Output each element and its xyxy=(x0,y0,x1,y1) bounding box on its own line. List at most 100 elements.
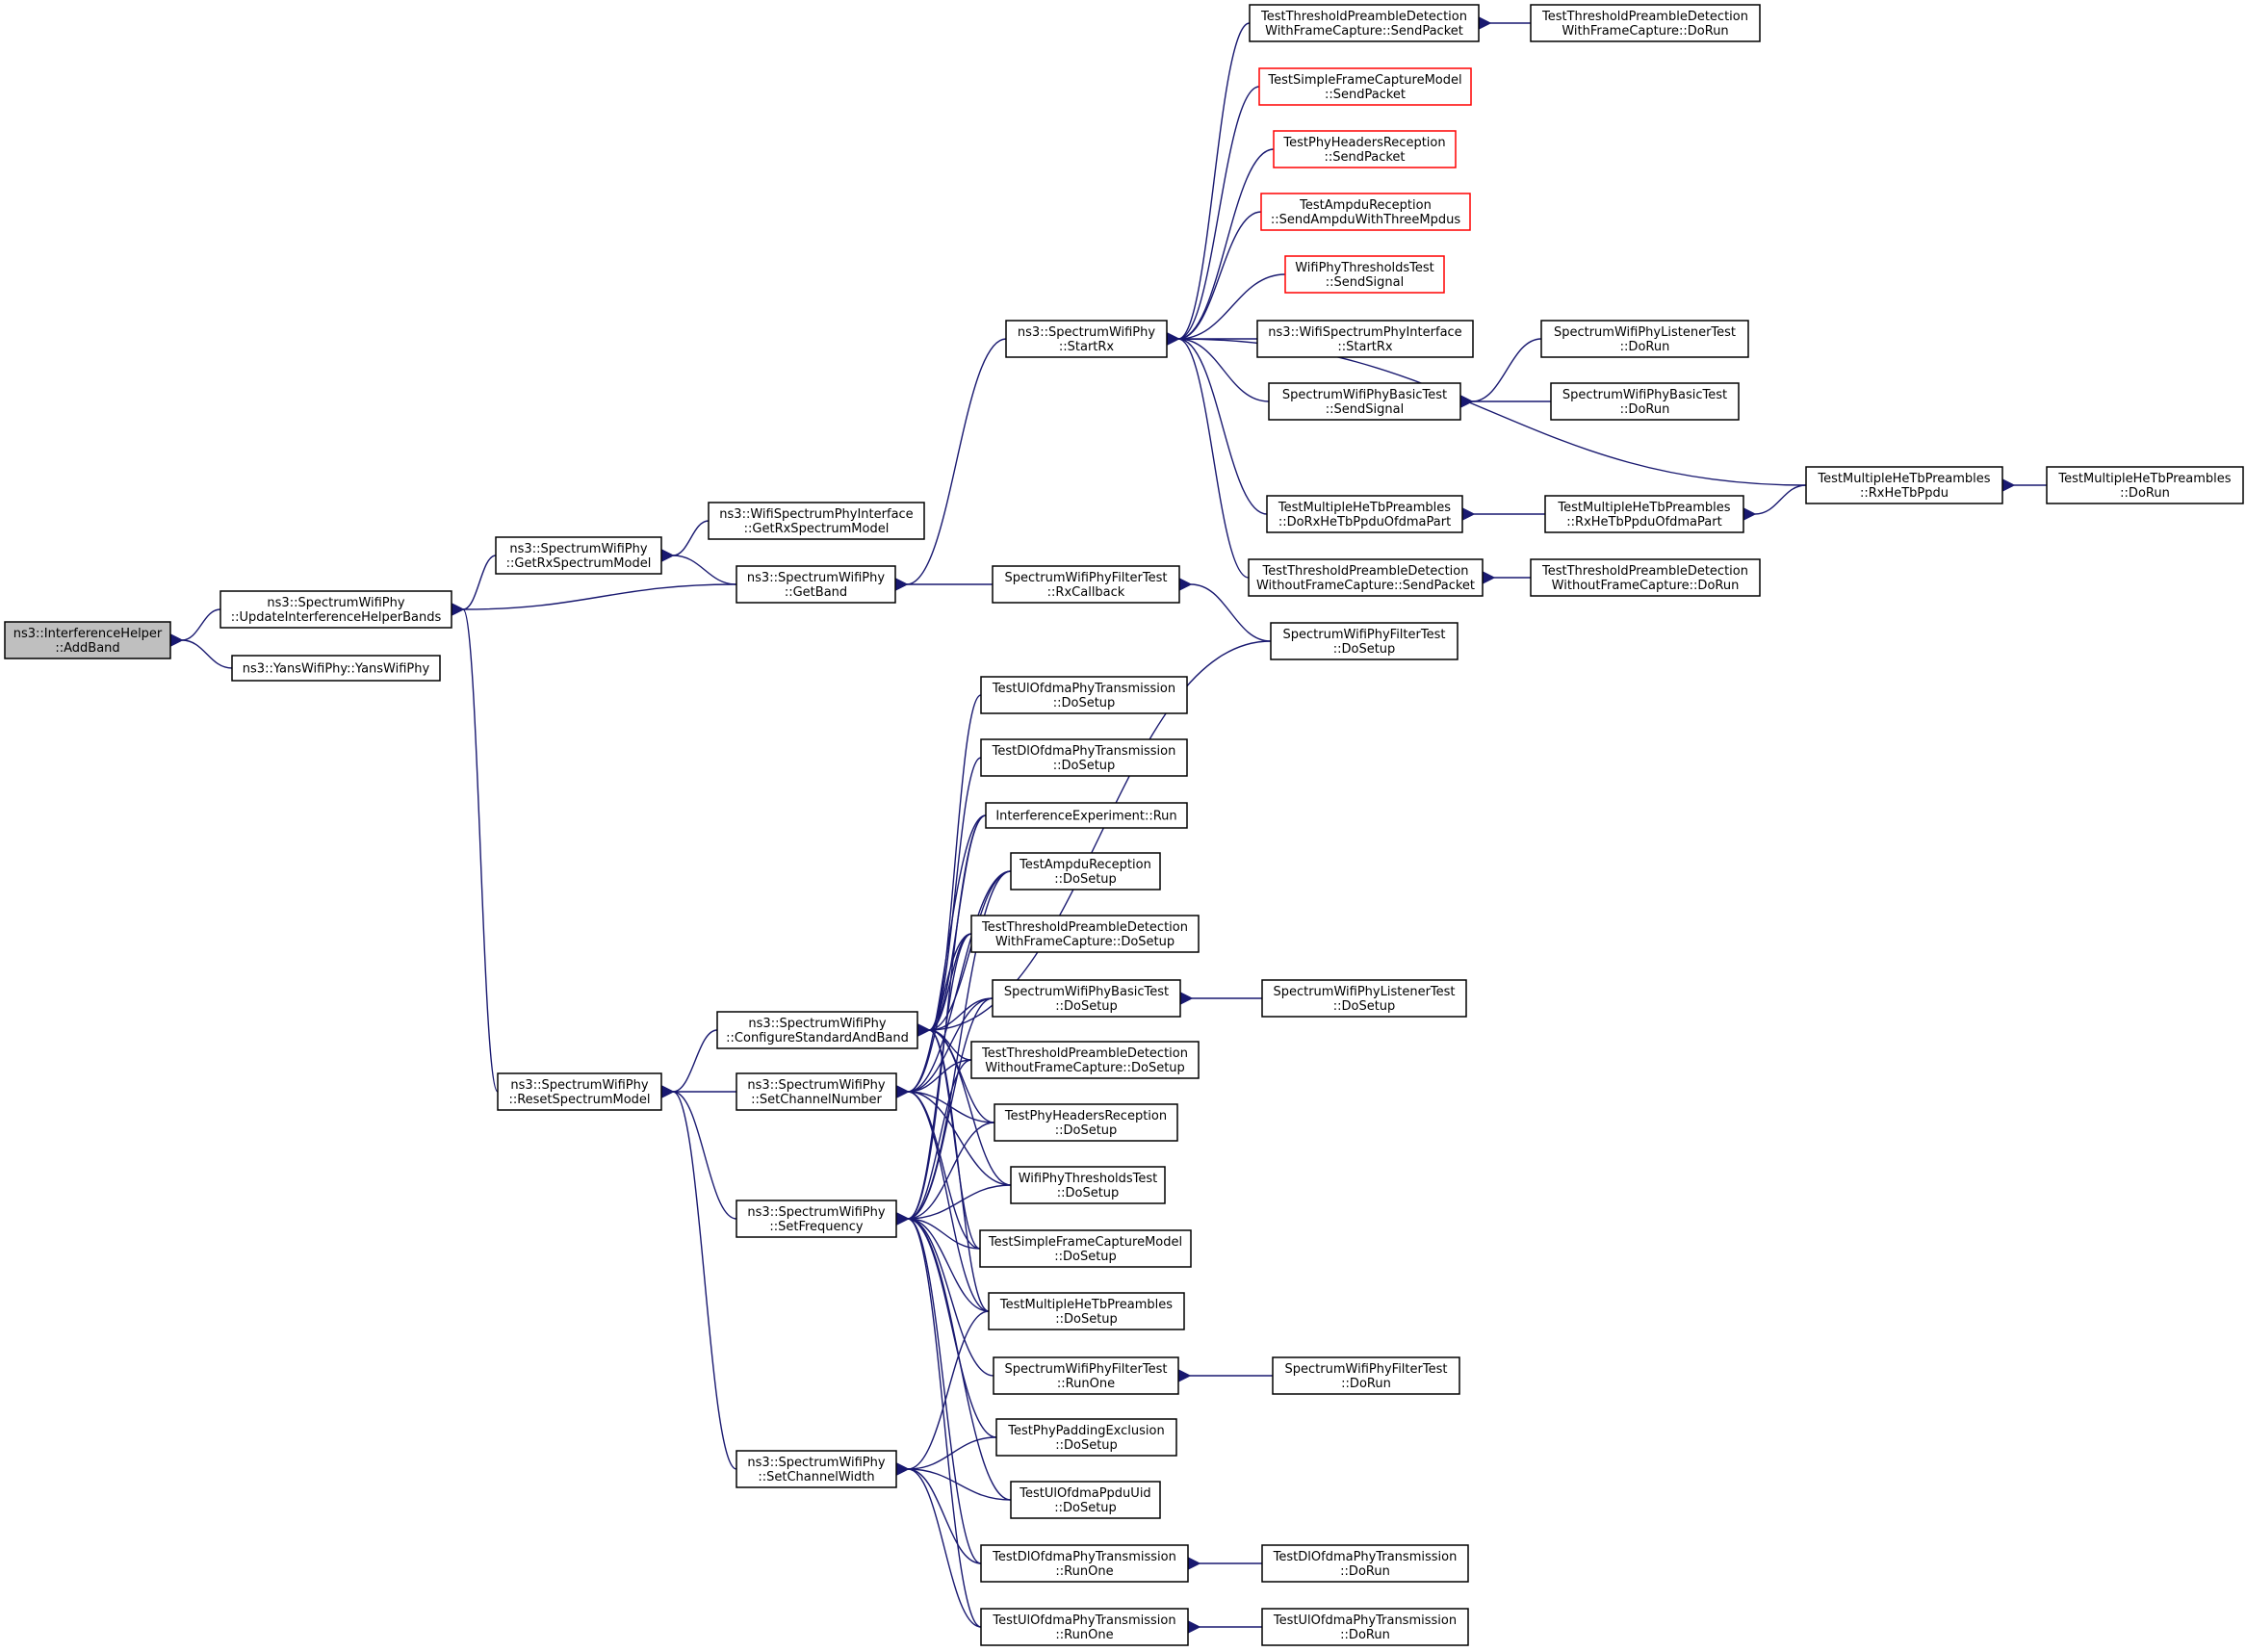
node-box[interactable] xyxy=(995,1418,1177,1457)
node-box[interactable] xyxy=(980,738,1188,777)
node-box[interactable] xyxy=(497,1072,662,1111)
graph-node-ttpd_wfc_dorun[interactable]: TestThresholdPreambleDetectionWithFrameC… xyxy=(1530,4,1761,42)
node-box[interactable] xyxy=(1272,1356,1460,1395)
node-box[interactable] xyxy=(231,655,441,682)
node-box[interactable] xyxy=(219,590,452,629)
node-box[interactable] xyxy=(1256,320,1474,358)
node-box[interactable] xyxy=(1249,4,1480,42)
graph-node-swpbt_send[interactable]: SpectrumWifiPhyBasicTest::SendSignal xyxy=(1268,382,1461,421)
node-box[interactable] xyxy=(980,676,1188,714)
graph-node-tphr_send[interactable]: TestPhyHeadersReception::SendPacket xyxy=(1273,130,1457,168)
graph-node-wptt_dosetup[interactable]: WifiPhyThresholdsTest::DoSetup xyxy=(1010,1166,1166,1204)
graph-node-tuopt_dosetup[interactable]: TestUlOfdmaPhyTransmission::DoSetup xyxy=(980,676,1188,714)
node-box[interactable] xyxy=(1284,255,1445,294)
node-box[interactable] xyxy=(1010,852,1161,891)
graph-node-ttpd_wofc_dorun[interactable]: TestThresholdPreambleDetectionWithoutFra… xyxy=(1530,558,1761,597)
graph-node-wspi_grsm[interactable]: ns3::WifiSpectrumPhyInterface::GetRxSpec… xyxy=(708,502,925,540)
node-box[interactable] xyxy=(993,1356,1179,1395)
graph-node-tar_dosetup[interactable]: TestAmpduReception::DoSetup xyxy=(1010,852,1161,891)
graph-node-resetsm[interactable]: ns3::SpectrumWifiPhy::ResetSpectrumModel xyxy=(497,1072,662,1111)
node-box[interactable] xyxy=(1260,193,1471,231)
graph-node-tppe_dosetup[interactable]: TestPhyPaddingExclusion::DoSetup xyxy=(995,1418,1177,1457)
graph-node-tdopt_runone[interactable]: TestDlOfdmaPhyTransmission::RunOne xyxy=(980,1544,1189,1583)
graph-node-tsfcm_dosetup[interactable]: TestSimpleFrameCaptureModel::DoSetup xyxy=(979,1229,1192,1268)
node-box[interactable] xyxy=(736,565,896,604)
graph-node-yans[interactable]: ns3::YansWifiPhy::YansWifiPhy xyxy=(231,655,441,682)
node-box[interactable] xyxy=(495,536,662,575)
graph-node-swpft_dosetup[interactable]: SpectrumWifiPhyFilterTest::DoSetup xyxy=(1270,622,1459,660)
graph-node-grsm[interactable]: ns3::SpectrumWifiPhy::GetRxSpectrumModel xyxy=(495,536,662,575)
graph-node-swpbt_dosetup[interactable]: SpectrumWifiPhyBasicTest::DoSetup xyxy=(992,979,1181,1018)
node-box[interactable] xyxy=(1273,130,1457,168)
graph-node-wptt_send[interactable]: WifiPhyThresholdsTest::SendSignal xyxy=(1284,255,1445,294)
node-box[interactable] xyxy=(1010,1166,1166,1204)
graph-node-swplt_dosetup[interactable]: SpectrumWifiPhyListenerTest::DoSetup xyxy=(1261,979,1467,1018)
graph-node-getband[interactable]: ns3::SpectrumWifiPhy::GetBand xyxy=(736,565,896,604)
graph-node-csab[interactable]: ns3::SpectrumWifiPhy::ConfigureStandardA… xyxy=(716,1011,918,1049)
graph-node-ttpd_wofc_dosetup[interactable]: TestThresholdPreambleDetectionWithoutFra… xyxy=(970,1041,1200,1079)
node-box[interactable] xyxy=(4,621,171,659)
node-box[interactable] xyxy=(708,502,925,540)
node-box[interactable] xyxy=(1805,466,2003,504)
node-box[interactable] xyxy=(736,1450,897,1488)
graph-node-startrx[interactable]: ns3::SpectrumWifiPhy::StartRx xyxy=(1005,320,1168,358)
node-box[interactable] xyxy=(736,1200,897,1238)
node-box[interactable] xyxy=(736,1072,897,1111)
graph-node-ttpd_wfc_send[interactable]: TestThresholdPreambleDetectionWithFrameC… xyxy=(1249,4,1480,42)
graph-node-swpft_dorun[interactable]: SpectrumWifiPhyFilterTest::DoRun xyxy=(1272,1356,1460,1395)
graph-node-tdopt_dosetup[interactable]: TestDlOfdmaPhyTransmission::DoSetup xyxy=(980,738,1188,777)
node-box[interactable] xyxy=(1540,320,1749,358)
graph-node-ie_run[interactable]: InterferenceExperiment::Run xyxy=(985,802,1188,829)
node-box[interactable] xyxy=(992,979,1181,1018)
node-box[interactable] xyxy=(970,1041,1200,1079)
node-box[interactable] xyxy=(970,915,1200,953)
graph-node-tdopt_dorun[interactable]: TestDlOfdmaPhyTransmission::DoRun xyxy=(1261,1544,1469,1583)
node-box[interactable] xyxy=(1530,558,1761,597)
graph-node-tuopt_runone[interactable]: TestUlOfdmaPhyTransmission::RunOne xyxy=(980,1608,1189,1646)
graph-node-uihb[interactable]: ns3::SpectrumWifiPhy::UpdateInterference… xyxy=(219,590,452,629)
node-box[interactable] xyxy=(979,1229,1192,1268)
node-box[interactable] xyxy=(1010,1481,1161,1519)
node-box[interactable] xyxy=(1544,495,1744,533)
node-box[interactable] xyxy=(1005,320,1168,358)
graph-node-tsfcm_send[interactable]: TestSimpleFrameCaptureModel::SendPacket xyxy=(1258,67,1472,106)
node-box[interactable] xyxy=(1261,1544,1469,1583)
graph-node-tmhtp_dorun[interactable]: TestMultipleHeTbPreambles::DoRun xyxy=(2046,466,2244,504)
graph-node-wspi_startrx[interactable]: ns3::WifiSpectrumPhyInterface::StartRx xyxy=(1256,320,1474,358)
graph-node-tmhtp_rxofdma[interactable]: TestMultipleHeTbPreambles::RxHeTbPpduOfd… xyxy=(1544,495,1744,533)
graph-node-tmhtp_rxhetb[interactable]: TestMultipleHeTbPreambles::RxHeTbPpdu xyxy=(1805,466,2003,504)
node-box[interactable] xyxy=(1550,382,1740,421)
node-box[interactable] xyxy=(1268,382,1461,421)
node-box[interactable] xyxy=(1248,558,1484,597)
graph-node-tmhtp_dorx[interactable]: TestMultipleHeTbPreambles::DoRxHeTbPpduO… xyxy=(1266,495,1463,533)
graph-node-root[interactable]: ns3::InterferenceHelper::AddBand xyxy=(4,621,171,659)
graph-node-swpbt_dorun[interactable]: SpectrumWifiPhyBasicTest::DoRun xyxy=(1550,382,1740,421)
node-box[interactable] xyxy=(1530,4,1761,42)
graph-node-setchwidth[interactable]: ns3::SpectrumWifiPhy::SetChannelWidth xyxy=(736,1450,897,1488)
graph-node-tmhtp_dosetup[interactable]: TestMultipleHeTbPreambles::DoSetup xyxy=(988,1292,1185,1330)
graph-node-tphr_dosetup[interactable]: TestPhyHeadersReception::DoSetup xyxy=(994,1103,1178,1142)
graph-node-swplt_dorun[interactable]: SpectrumWifiPhyListenerTest::DoRun xyxy=(1540,320,1749,358)
node-box[interactable] xyxy=(980,1544,1189,1583)
graph-node-swpft_runone[interactable]: SpectrumWifiPhyFilterTest::RunOne xyxy=(993,1356,1179,1395)
graph-node-setfreq[interactable]: ns3::SpectrumWifiPhy::SetFrequency xyxy=(736,1200,897,1238)
node-box[interactable] xyxy=(994,1103,1178,1142)
node-box[interactable] xyxy=(985,802,1188,829)
node-box[interactable] xyxy=(1266,495,1463,533)
node-box[interactable] xyxy=(2046,466,2244,504)
graph-node-tar_send[interactable]: TestAmpduReception::SendAmpduWithThreeMp… xyxy=(1260,193,1471,231)
node-box[interactable] xyxy=(1261,1608,1469,1646)
graph-node-ttpd_wofc_send[interactable]: TestThresholdPreambleDetectionWithoutFra… xyxy=(1248,558,1484,597)
node-box[interactable] xyxy=(1270,622,1459,660)
node-box[interactable] xyxy=(980,1608,1189,1646)
graph-node-ttpd_wfc_dosetup[interactable]: TestThresholdPreambleDetectionWithFrameC… xyxy=(970,915,1200,953)
node-box[interactable] xyxy=(716,1011,918,1049)
graph-node-swpft_rxcb[interactable]: SpectrumWifiPhyFilterTest::RxCallback xyxy=(992,565,1180,604)
graph-node-tuopt_dorun[interactable]: TestUlOfdmaPhyTransmission::DoRun xyxy=(1261,1608,1469,1646)
graph-node-tuopu_dosetup[interactable]: TestUlOfdmaPpduUid::DoSetup xyxy=(1010,1481,1161,1519)
node-box[interactable] xyxy=(1261,979,1467,1018)
graph-node-setchnum[interactable]: ns3::SpectrumWifiPhy::SetChannelNumber xyxy=(736,1072,897,1111)
node-box[interactable] xyxy=(1258,67,1472,106)
node-box[interactable] xyxy=(988,1292,1185,1330)
node-box[interactable] xyxy=(992,565,1180,604)
